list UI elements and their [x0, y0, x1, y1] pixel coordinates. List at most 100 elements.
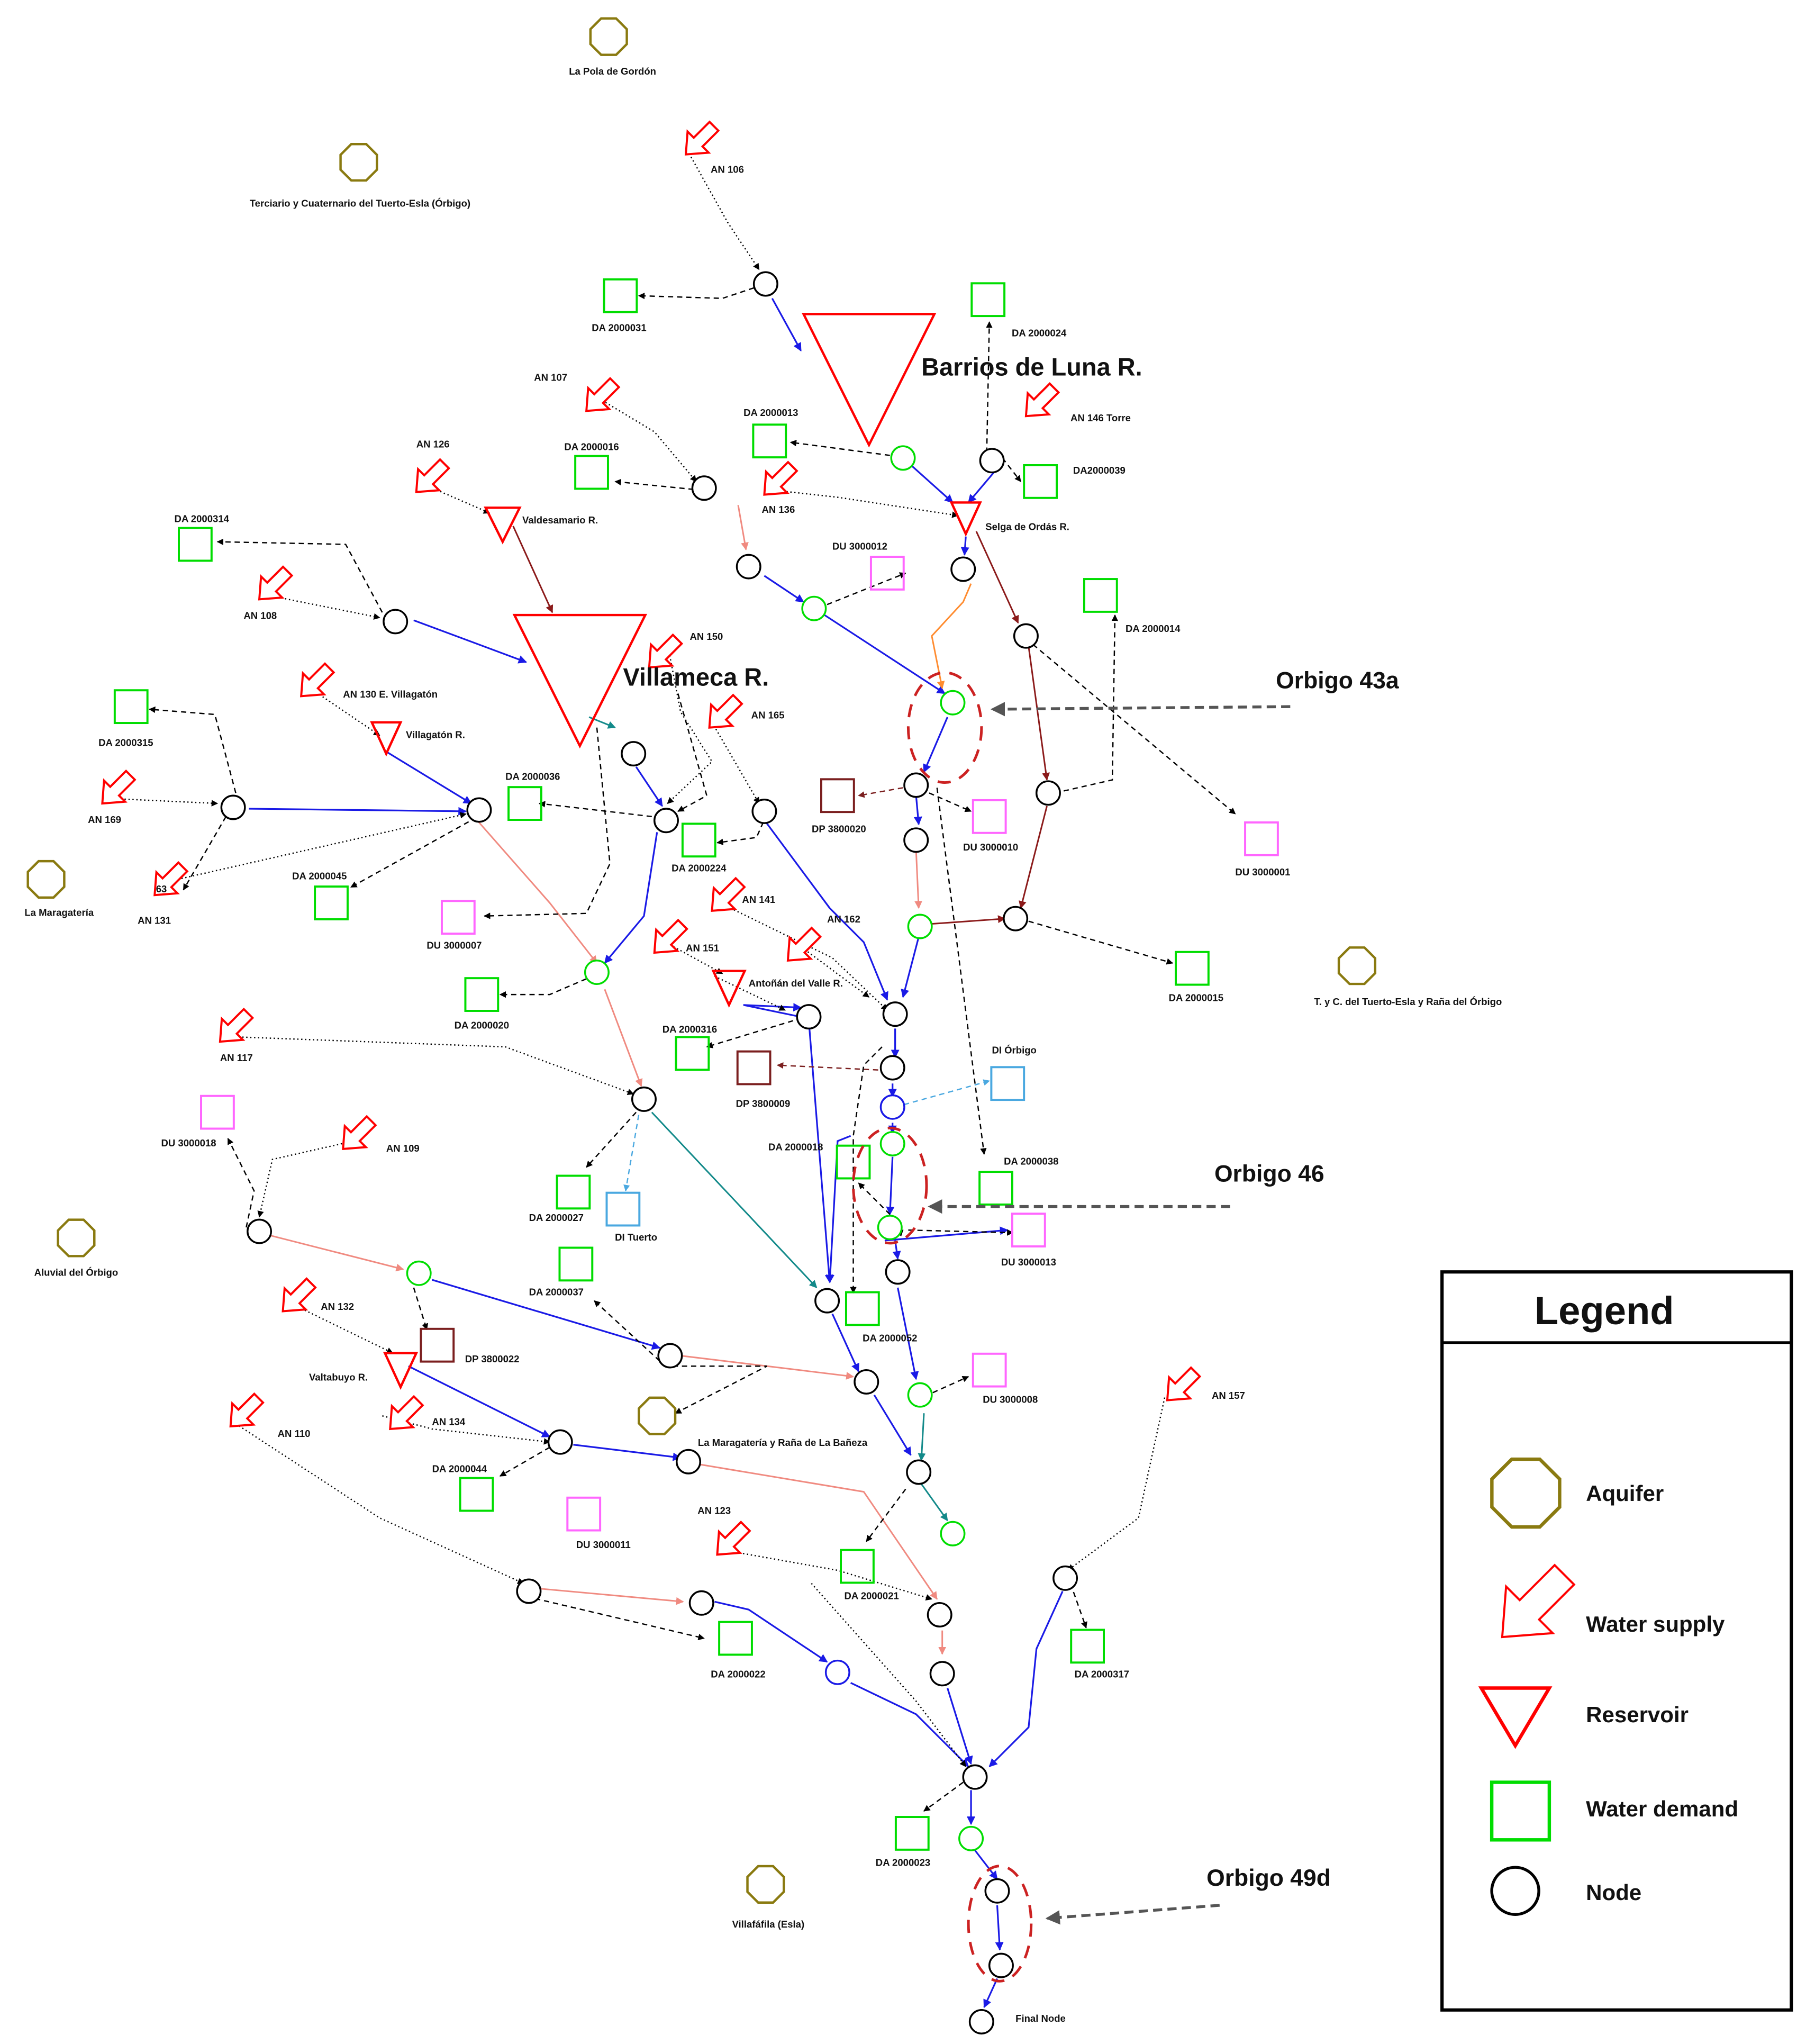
- callout-arrow: [1045, 1904, 1220, 1925]
- node-circle: [621, 741, 647, 767]
- water-demand-label: DA 2000044: [432, 1463, 487, 1475]
- reservoir-icon-villameca: [512, 613, 648, 749]
- water-demand-icon: [459, 1477, 494, 1512]
- legend-item-label: Node: [1586, 1880, 1641, 1905]
- water-supply-icon: [708, 693, 743, 729]
- aquifer-icon: [589, 17, 628, 56]
- water-demand-label: DA 2000018: [768, 1141, 823, 1152]
- water-demand-icon: [1175, 951, 1210, 986]
- node-circle: [1052, 1565, 1078, 1591]
- link-flow: [824, 614, 946, 694]
- aquifer-label: La Maragatería: [24, 907, 94, 918]
- link-dem: [638, 287, 755, 300]
- highlight-ellipse: [967, 1865, 1033, 1983]
- aquifer-label: Terciario y Cuaternario del Tuerto-Esla …: [250, 198, 470, 209]
- node-circle: [547, 1429, 573, 1455]
- node-circle: [688, 1590, 714, 1616]
- link-dem: [908, 1229, 1014, 1236]
- legend-node-icon: [1490, 1866, 1540, 1916]
- link-dem: [227, 1137, 255, 1228]
- urban-demand-label: DU 3000001: [1235, 866, 1290, 878]
- aquifer-icon: [746, 1865, 785, 1904]
- link-ind: [895, 1079, 990, 1108]
- control-node-circle: [406, 1260, 432, 1286]
- link-dem: [677, 693, 708, 812]
- water-demand-label: DA 2000037: [529, 1287, 584, 1298]
- reservoir-label: Antoñán del Valle R.: [749, 978, 843, 989]
- legend-item-label: Water demand: [1586, 1796, 1738, 1821]
- water-demand-icon: [314, 885, 349, 920]
- reservoir-label: Valtabuyo R.: [309, 1371, 368, 1382]
- link-salmon: [539, 1588, 684, 1605]
- water-demand-label: DA 2000020: [455, 1019, 509, 1030]
- water-supply-label: AN 136: [761, 504, 795, 515]
- water-supply-icon: [684, 120, 720, 156]
- water-demand-label: DA 2000014: [1126, 623, 1181, 634]
- link-sup: [767, 489, 959, 518]
- link-teal: [918, 1413, 926, 1461]
- link-flow: [771, 297, 802, 352]
- node-circle: [988, 1952, 1014, 1978]
- legend-reservoir-icon: [1478, 1686, 1553, 1749]
- node-circle: [906, 1459, 932, 1485]
- link-flow: [431, 1279, 661, 1350]
- node-circle: [751, 798, 777, 824]
- urban-demand-label: DU 3000008: [983, 1394, 1038, 1405]
- water-demand-label: DA 2000052: [863, 1332, 917, 1343]
- water-demand-label: DA 2000013: [743, 407, 798, 418]
- aquifer-icon: [26, 860, 66, 899]
- water-supply-label: AN 150: [689, 631, 723, 642]
- link-sup: [690, 157, 760, 270]
- link-dem: [929, 792, 972, 812]
- reservoir-label: Selga de Ordás R.: [985, 521, 1069, 532]
- aquifer-icon: [339, 142, 378, 182]
- gauge-node-circle: [824, 1659, 850, 1685]
- link-flow: [831, 1313, 859, 1372]
- link-flow: [714, 1600, 828, 1663]
- reservoir-label: Valdesamario R.: [522, 514, 598, 526]
- water-demand-label: DA 2000317: [1075, 1669, 1129, 1680]
- water-demand-label: DA 2000031: [592, 322, 646, 333]
- water-supply-icon: [1024, 382, 1060, 418]
- discharge-icon: [420, 1327, 455, 1363]
- gauge-node-circle: [879, 1094, 905, 1120]
- link-flow: [249, 807, 467, 816]
- water-demand-icon: [894, 1816, 930, 1851]
- link-dem: [499, 1446, 550, 1477]
- highlight-ellipse: [852, 1126, 928, 1245]
- link-dem: [586, 1111, 637, 1168]
- link-flow: [974, 1850, 998, 1880]
- link-flow: [995, 1905, 1004, 1951]
- link-brown: [512, 526, 553, 613]
- water-supply-label: AN 146 Torre: [1070, 412, 1131, 423]
- reservoir-icon-barrios: [801, 313, 937, 448]
- node-circle: [1035, 780, 1061, 806]
- reservoir-title-villameca: Villameca R.: [623, 663, 769, 691]
- link-flow: [886, 1156, 895, 1216]
- node-circle: [903, 827, 929, 853]
- water-demand-label: DA 2000314: [175, 513, 230, 524]
- node-circle: [879, 1055, 905, 1081]
- water-supply-label: AN 151: [686, 942, 719, 953]
- water-demand-label: DA 2000024: [1012, 327, 1067, 338]
- link-sup: [797, 944, 870, 998]
- link-dem: [789, 440, 890, 456]
- water-demand-icon: [978, 1171, 1013, 1206]
- water-demand-icon: [681, 822, 716, 858]
- link-dem: [526, 1596, 705, 1641]
- water-supply-icon: [716, 1521, 751, 1556]
- water-demand-icon: [718, 1621, 753, 1656]
- water-demand-label: DA 2000036: [505, 771, 560, 782]
- link-flow: [807, 1020, 833, 1283]
- link-salmon: [914, 851, 922, 909]
- node-circle: [736, 554, 761, 580]
- aquifer-icon: [638, 1396, 677, 1435]
- link-salmon: [473, 816, 598, 964]
- water-demand-icon: [752, 423, 787, 459]
- link-sup: [667, 644, 713, 804]
- water-demand-icon: [178, 527, 213, 562]
- node-circle: [929, 1661, 955, 1687]
- link-sup: [382, 1415, 551, 1445]
- urban-demand-label: DU 3000011: [576, 1539, 631, 1550]
